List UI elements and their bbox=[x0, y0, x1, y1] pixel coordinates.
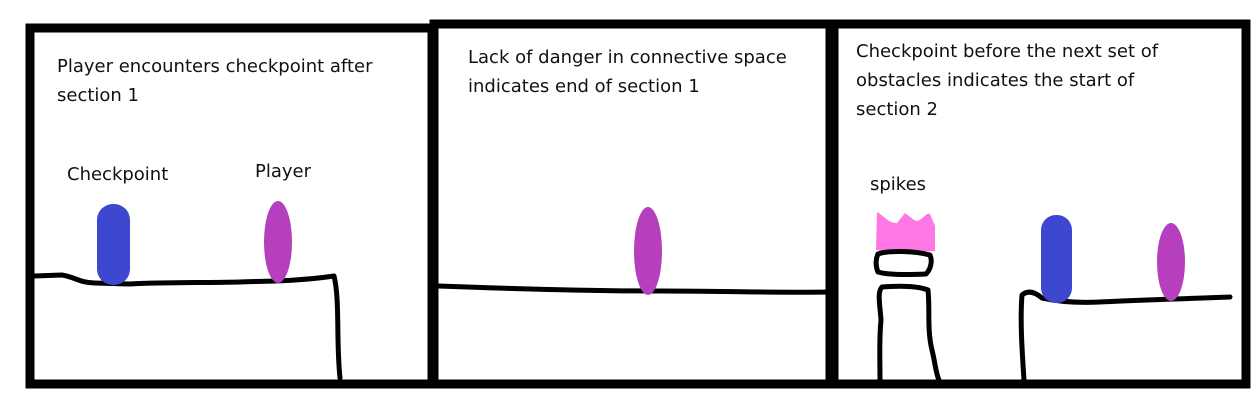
checkpoint-pillar bbox=[1041, 215, 1072, 303]
checkpoint-pillar bbox=[97, 204, 130, 285]
panel-2-caption-line-2: indicates end of section 1 bbox=[468, 76, 700, 97]
ground-line bbox=[435, 283, 831, 295]
ground-line bbox=[31, 272, 343, 381]
spikes-label: spikes bbox=[870, 174, 926, 195]
player-label: Player bbox=[255, 161, 312, 182]
panel-2-caption-line-1: Lack of danger in connective space bbox=[468, 47, 787, 68]
panel-1-caption-line-1: Player encounters checkpoint after bbox=[57, 56, 373, 77]
checkpoint-label: Checkpoint bbox=[67, 164, 168, 185]
player-character bbox=[1157, 223, 1185, 301]
panel-3-frame bbox=[829, 19, 1251, 389]
ground-line bbox=[1018, 289, 1233, 383]
left-pillar bbox=[876, 283, 942, 383]
panel-1-caption-line-2: section 1 bbox=[57, 85, 139, 106]
panel-1-frame bbox=[25, 23, 437, 389]
panel-1: Player encounters checkpoint after secti… bbox=[25, 23, 437, 389]
panel-2: Lack of danger in connective space indic… bbox=[429, 19, 835, 389]
panel-3-caption-line-1: Checkpoint before the next set of bbox=[856, 41, 1159, 62]
spikes-hazard bbox=[876, 212, 935, 252]
player-character bbox=[634, 207, 662, 295]
player-character bbox=[264, 201, 292, 283]
panel-3-caption-line-3: section 2 bbox=[856, 99, 938, 120]
panel-3-caption-line-2: obstacles indicates the start of bbox=[856, 70, 1135, 91]
panel-3: Checkpoint before the next set of obstac… bbox=[829, 19, 1251, 389]
spike-base-block bbox=[873, 249, 934, 278]
